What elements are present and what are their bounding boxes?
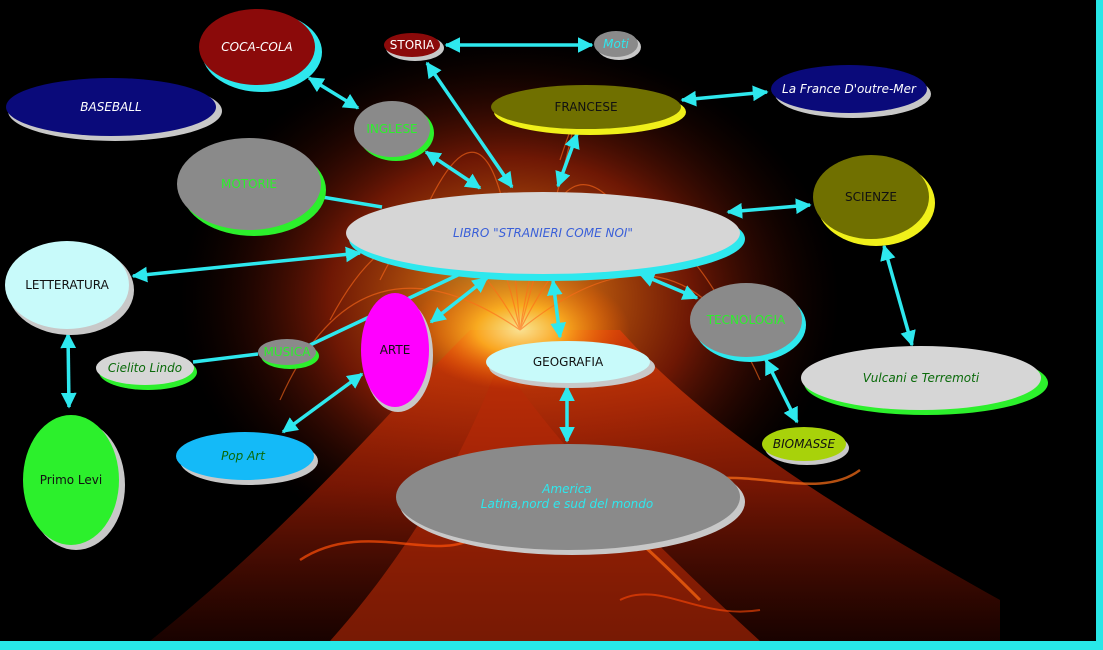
arrow-letteratura-primolevi bbox=[60, 332, 77, 409]
node-america-label-2: Latina,nord e sud del mondo bbox=[481, 497, 653, 511]
node-primo-levi-label: Primo Levi bbox=[40, 473, 102, 487]
node-baseball-label: BASEBALL bbox=[80, 100, 141, 114]
arrow-cocacola-inglese bbox=[307, 76, 360, 110]
node-inglese[interactable]: INGLESE bbox=[354, 101, 434, 161]
node-biomasse-label: BIOMASSE bbox=[773, 437, 836, 451]
node-vulcani-terremoti[interactable]: Vulcani e Terremoti bbox=[801, 346, 1048, 415]
arrow-tecnologia-biomasse bbox=[764, 358, 799, 424]
arrow-inglese-libro bbox=[424, 150, 482, 190]
node-storia[interactable]: STORIA bbox=[384, 33, 444, 61]
node-motorie-label: MOTORIE bbox=[221, 177, 277, 191]
node-letteratura-label: LETTERATURA bbox=[25, 278, 109, 292]
node-letteratura[interactable]: LETTERATURA bbox=[5, 241, 134, 335]
node-scienze[interactable]: SCIENZE bbox=[813, 155, 935, 246]
node-america-label-1: America bbox=[541, 482, 592, 496]
node-baseball[interactable]: BASEBALL bbox=[6, 78, 222, 141]
node-biomasse[interactable]: BIOMASSE bbox=[762, 427, 849, 465]
node-center-label: LIBRO "STRANIERI COME NOI" bbox=[453, 226, 633, 240]
arrow-letteratura-libro bbox=[131, 246, 362, 283]
arrow-arte-popart bbox=[281, 372, 364, 434]
node-america[interactable]: America Latina,nord e sud del mondo bbox=[396, 444, 745, 555]
node-pop-art-label: Pop Art bbox=[221, 449, 266, 463]
arrow-scienze-vulcani bbox=[880, 244, 916, 347]
node-geografia[interactable]: GEOGRAFIA bbox=[486, 341, 655, 388]
node-vulcani-label: Vulcani e Terremoti bbox=[863, 371, 980, 385]
mind-map-canvas: STORIA Moti COCA-COLA BASEBALL INGLESE F… bbox=[5, 9, 1048, 641]
frame-border-right bbox=[1096, 0, 1103, 650]
node-cielito-lindo[interactable]: Cielito Lindo bbox=[96, 351, 197, 390]
node-france-outre-mer[interactable]: La France D'outre-Mer bbox=[771, 65, 931, 118]
node-moti[interactable]: Moti bbox=[594, 31, 641, 60]
node-center-libro[interactable]: LIBRO "STRANIERI COME NOI" bbox=[346, 192, 745, 281]
node-tecnologia[interactable]: TECNOLOGIA bbox=[690, 283, 806, 362]
node-pop-art[interactable]: Pop Art bbox=[176, 432, 318, 485]
node-storia-label: STORIA bbox=[390, 38, 435, 52]
node-primo-levi[interactable]: Primo Levi bbox=[23, 415, 125, 550]
node-arte[interactable]: ARTE bbox=[361, 293, 433, 412]
node-inglese-label: INGLESE bbox=[366, 122, 417, 136]
mind-map-svg: STORIA Moti COCA-COLA BASEBALL INGLESE F… bbox=[5, 9, 1048, 641]
node-moti-label: Moti bbox=[603, 37, 629, 51]
arrow-storia-libro bbox=[425, 61, 514, 189]
node-tecnologia-label: TECNOLOGIA bbox=[706, 313, 786, 327]
node-francese-label: FRANCESE bbox=[554, 100, 617, 114]
node-geografia-label: GEOGRAFIA bbox=[533, 355, 604, 369]
arrow-libro-tecnologia bbox=[638, 272, 699, 300]
node-motorie[interactable]: MOTORIE bbox=[177, 138, 326, 236]
line-motorie-libro bbox=[321, 195, 383, 209]
node-francese[interactable]: FRANCESE bbox=[491, 85, 686, 135]
node-musica[interactable]: MUSICA bbox=[258, 339, 319, 369]
node-scienze-label: SCIENZE bbox=[845, 190, 897, 204]
node-arte-label: ARTE bbox=[380, 343, 411, 357]
line-cielito-musica bbox=[192, 352, 259, 364]
arrow-francese-libro bbox=[555, 132, 580, 188]
arrow-francese-outremer bbox=[680, 85, 769, 107]
arrow-libro-geografia bbox=[546, 279, 567, 339]
node-musica-label: MUSICA bbox=[264, 345, 312, 359]
node-coca-cola-label: COCA-COLA bbox=[221, 40, 292, 54]
arrow-libro-arte bbox=[429, 276, 489, 324]
frame-border-bottom bbox=[0, 641, 1103, 650]
arrow-libro-scienze bbox=[726, 198, 812, 219]
node-coca-cola[interactable]: COCA-COLA bbox=[199, 9, 322, 92]
node-france-outre-mer-label: La France D'outre-Mer bbox=[782, 82, 917, 96]
node-cielito-lindo-label: Cielito Lindo bbox=[108, 361, 182, 375]
